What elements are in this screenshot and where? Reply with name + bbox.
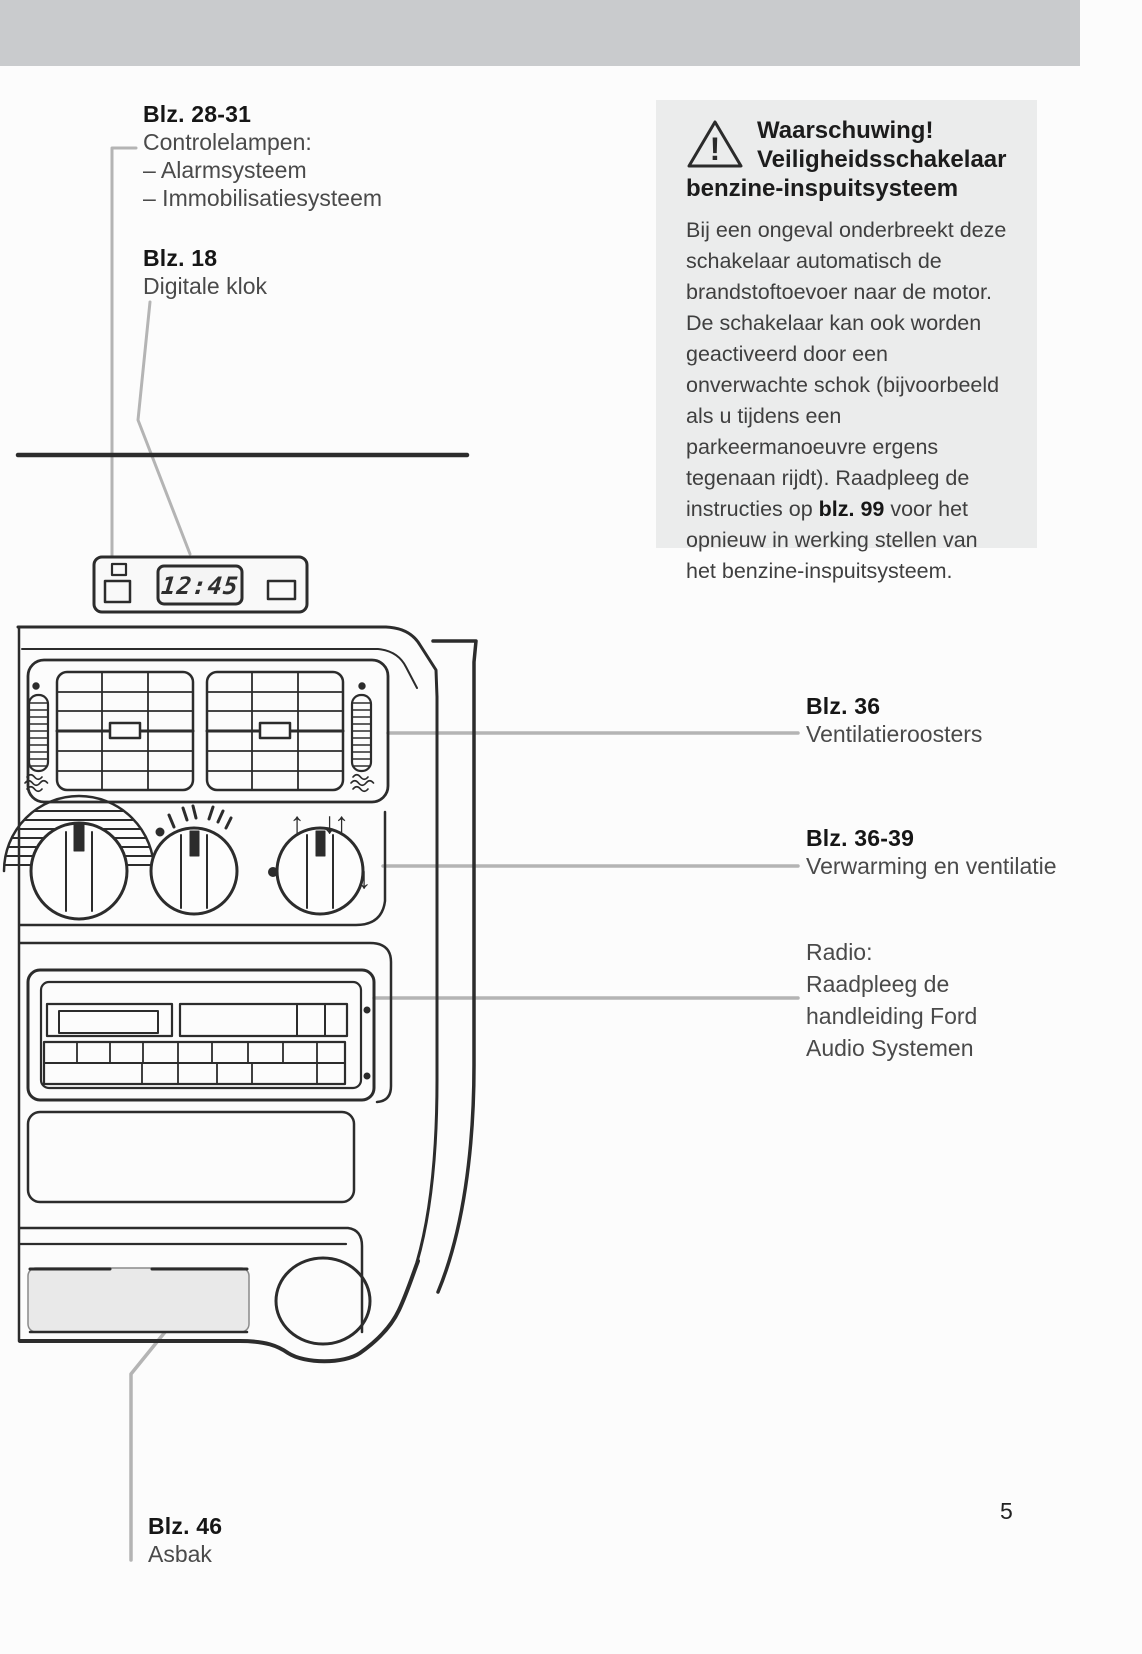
airflow-wave-icon-left <box>24 773 49 793</box>
fan-speed-marks <box>167 804 233 830</box>
airflow-down-up-arrow-icon: ↓↑ <box>322 807 346 840</box>
callout-line: Raadpleeg de <box>806 971 950 997</box>
airflow-dot <box>268 867 278 877</box>
callout-line: handleiding Ford <box>806 1003 978 1029</box>
warning-body: Bij een ongeval onderbreekt deze schakel… <box>686 215 1011 587</box>
vent-adjuster-handle <box>258 721 292 740</box>
warning-header: ! Waarschuwing! Veiligheidsschakelaar <box>686 116 1011 174</box>
radio-screw <box>363 1006 371 1014</box>
callout-radio: Radio: Raadpleeg de handleiding Ford Aud… <box>806 936 977 1064</box>
radio-display <box>178 1002 349 1038</box>
callout-verwarming: Blz. 36-39 Verwarming en ventilatie <box>806 824 1057 880</box>
temperature-knob <box>2 794 156 921</box>
knob-pointer <box>315 830 326 857</box>
airflow-up-arrow-icon: ↑ <box>290 807 305 840</box>
airflow-knob: ↑ ↓↑ ↓ <box>268 807 372 916</box>
warning-title-line2: Veiligheidsschakelaar <box>757 146 1007 173</box>
ashtray <box>27 1267 250 1334</box>
vent-panel <box>24 658 390 804</box>
page-ref: Blz. 18 <box>143 245 218 271</box>
callout-line: – Immobilisatiesysteem <box>143 185 383 211</box>
vent-adjuster-handle <box>108 721 142 740</box>
fan-knob <box>149 804 239 916</box>
clock-display: 12:45 <box>159 572 241 600</box>
fan-off-dot <box>155 827 165 837</box>
radio-unit <box>26 968 376 1102</box>
svg-text:!: ! <box>710 131 721 167</box>
leader-controlelampen <box>110 146 138 558</box>
callout-asbak: Blz. 46 Asbak <box>148 1512 222 1568</box>
clock-button-right <box>266 579 297 601</box>
clock-display-bezel <box>156 564 244 606</box>
vent-thumbwheel-left <box>27 693 50 773</box>
vent-screw-left <box>32 682 40 690</box>
cigarette-lighter <box>274 1256 372 1346</box>
radio-cassette-slot <box>45 1002 174 1038</box>
callout-digitale-klok: Blz. 18 Digitale klok <box>143 244 267 300</box>
knob-pointer <box>73 823 85 852</box>
leader-lines <box>110 146 800 1562</box>
page-ref: Blz. 46 <box>148 1513 223 1539</box>
vent-grid-right <box>205 670 345 792</box>
clock-indicator-lamp <box>110 562 128 577</box>
warning-body-text: voor het opnieuw in werking stellen van … <box>686 497 978 583</box>
callout-controlelampen: Blz. 28-31 Controlelampen: – Alarmsystee… <box>143 100 382 212</box>
page-ref: Blz. 36-39 <box>806 825 915 851</box>
knob-pointer <box>189 830 200 857</box>
callout-line: Radio: <box>806 939 873 965</box>
page-number: 5 <box>1000 1498 1013 1524</box>
warning-title-line3: benzine-inspuitsysteem <box>686 175 959 202</box>
page-ref: Blz. 36 <box>806 693 881 719</box>
warning-box: ! Waarschuwing! Veiligheidsschakelaar be… <box>656 100 1037 583</box>
page-ref: Blz. 28-31 <box>143 101 252 127</box>
lower-console-lines <box>18 1226 364 1334</box>
leader-digitale-klok <box>136 300 192 556</box>
callout-line: Ventilatieroosters <box>806 721 983 747</box>
console-shelf-lines <box>18 810 393 1104</box>
leader-asbak <box>129 1314 180 1562</box>
callout-ventilatieroosters: Blz. 36 Ventilatieroosters <box>806 692 982 748</box>
vent-grid-left <box>55 670 195 792</box>
clock-button-left <box>103 579 132 604</box>
vent-thumbwheel-right <box>350 693 373 773</box>
top-banner <box>0 0 1080 66</box>
warning-body-page-ref: blz. 99 <box>818 497 885 521</box>
callout-line: – Alarmsysteem <box>143 157 307 183</box>
console-outline <box>16 625 478 1364</box>
warning-body-text: Bij een ongeval onderbreekt deze schakel… <box>686 218 1007 521</box>
warning-title-line1: Waarschuwing! <box>757 117 934 144</box>
callout-line: Digitale klok <box>143 273 267 299</box>
console-bottom-edge <box>18 1259 420 1364</box>
digital-clock-pod <box>92 555 309 614</box>
callout-line: Verwarming en ventilatie <box>806 853 1057 879</box>
airflow-down-arrow-icon: ↓ <box>357 862 372 895</box>
warning-triangle-icon: ! <box>687 120 743 168</box>
radio-button-grid <box>42 1040 347 1086</box>
storage-tray <box>26 1110 356 1204</box>
radio-screw <box>363 1072 371 1080</box>
callout-line: Controlelampen: <box>143 129 312 155</box>
airflow-wave-icon-right <box>350 773 375 793</box>
callout-line: Audio Systemen <box>806 1035 974 1061</box>
callout-line: Asbak <box>148 1541 212 1567</box>
vent-screw-right <box>358 682 366 690</box>
